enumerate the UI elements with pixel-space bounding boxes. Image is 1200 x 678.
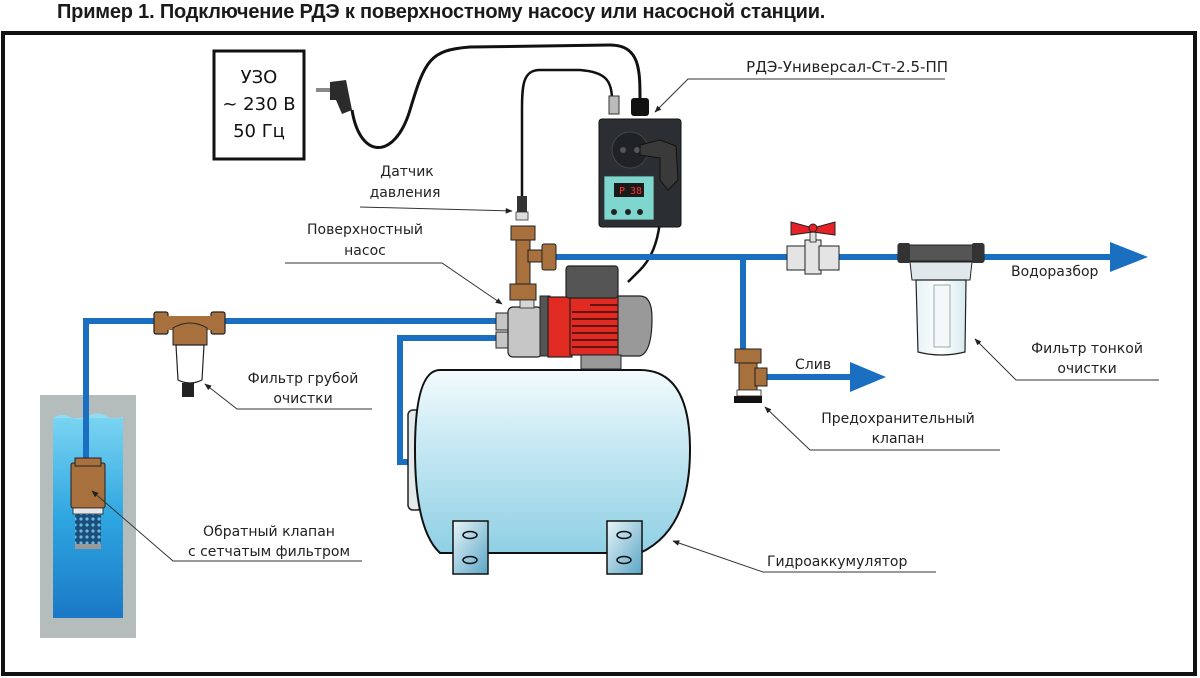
label-drain: Слив	[795, 357, 831, 373]
flow-arrow-icon	[1110, 242, 1148, 272]
power-cable	[350, 43, 642, 149]
display-mode: P	[619, 186, 625, 197]
label-check-valve-1: Обратный клапан	[203, 524, 335, 540]
label-coarse-filter-1: Фильтр грубой	[248, 371, 359, 387]
ball-valve	[786, 221, 840, 275]
label-controller: РДЭ-Универсал-Ст-2.5-ПП	[746, 58, 948, 76]
surface-pump	[495, 265, 653, 370]
power-box-line1: УЗО	[241, 67, 278, 88]
label-surface-pump-2: насос	[344, 243, 386, 259]
label-safety-valve-1: Предохранительный	[821, 411, 975, 427]
sensor-cable	[520, 68, 614, 200]
label-accumulator: Гидроаккумулятор	[767, 554, 907, 570]
fine-filter	[897, 243, 985, 356]
label-check-valve-2: с сетчатым фильтром	[188, 544, 350, 560]
tank-bracket-left	[452, 520, 489, 575]
label-pressure-sensor-2: давления	[370, 185, 441, 201]
safety-valve	[734, 348, 768, 403]
label-fine-filter-1: Фильтр тонкой	[1031, 341, 1143, 357]
pressure-sensor-fitting	[509, 196, 557, 309]
plug-in-socket	[639, 139, 679, 191]
power-supply-box: УЗО ~ 230 В 50 Гц	[212, 49, 306, 161]
outer-frame	[1, 31, 1197, 676]
pressure-sensor	[515, 196, 529, 221]
flow-arrow-icon	[850, 362, 886, 392]
label-coarse-filter-2: очистки	[273, 391, 332, 407]
power-box-line3: 50 Гц	[233, 121, 285, 142]
power-box-line2: ~ 230 В	[222, 94, 295, 115]
label-fine-filter-2: очистки	[1057, 361, 1116, 377]
display-value: 38	[630, 186, 642, 197]
hydro-accumulator	[407, 369, 692, 575]
tank-bracket-right	[606, 520, 643, 575]
label-surface-pump-1: Поверхностный	[307, 222, 423, 238]
rde-controller: P 38	[598, 95, 682, 228]
power-plug-icon	[316, 80, 352, 114]
page-title: Пример 1. Подключение РДЭ к поверхностно…	[57, 1, 826, 23]
label-safety-valve-2: клапан	[872, 431, 925, 447]
coarse-filter	[153, 311, 226, 397]
leader-lines	[91, 78, 1159, 573]
label-water-outlet: Водоразбор	[1011, 264, 1099, 280]
check-valve-with-mesh	[70, 457, 106, 549]
label-pressure-sensor-1: Датчик	[380, 164, 434, 180]
